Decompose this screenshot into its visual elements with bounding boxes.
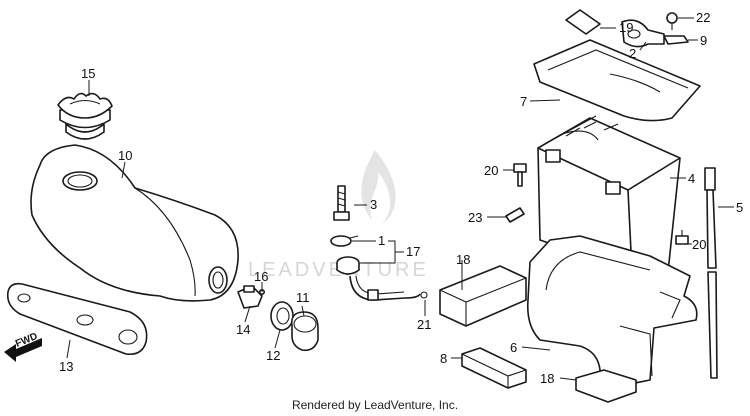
callout-23: 23 bbox=[468, 210, 482, 225]
hose-clamp bbox=[330, 235, 359, 247]
breather-tube-assembly bbox=[336, 256, 428, 301]
callout-17: 17 bbox=[406, 244, 420, 259]
callout-6: 6 bbox=[510, 340, 517, 355]
callout-20-upper: 20 bbox=[484, 163, 498, 178]
fuel-petcock bbox=[237, 285, 265, 309]
callout-11: 11 bbox=[296, 290, 310, 305]
callout-16: 16 bbox=[254, 269, 268, 284]
fuel-cap bbox=[57, 92, 113, 140]
callout-1: 1 bbox=[378, 233, 385, 248]
callout-22: 22 bbox=[696, 10, 710, 25]
battery bbox=[537, 115, 681, 273]
callout-8: 8 bbox=[440, 351, 447, 366]
callout-7: 7 bbox=[520, 94, 527, 109]
battery-cover bbox=[533, 39, 701, 122]
callout-13: 13 bbox=[59, 359, 73, 374]
callout-5: 5 bbox=[736, 200, 743, 215]
tube-pin bbox=[505, 207, 525, 223]
callout-12: 12 bbox=[266, 348, 280, 363]
tank-mount-plate bbox=[6, 282, 148, 356]
callout-9: 9 bbox=[700, 33, 707, 48]
callout-2: 2 bbox=[629, 46, 636, 61]
callout-21: 21 bbox=[417, 317, 431, 332]
drain-plug-cap bbox=[290, 311, 319, 352]
callout-4: 4 bbox=[688, 171, 695, 186]
callout-15: 15 bbox=[81, 66, 95, 81]
rubber-pad-upper bbox=[439, 265, 527, 327]
battery-bolt-upper bbox=[513, 163, 527, 187]
fuel-tank bbox=[30, 144, 239, 302]
battery-label bbox=[565, 9, 601, 35]
battery-terminal-hardware bbox=[621, 12, 689, 48]
footer-credit: Rendered by LeadVenture, Inc. bbox=[291, 398, 459, 412]
callout-18-upper: 18 bbox=[456, 252, 470, 267]
battery-drain-tube bbox=[704, 167, 718, 379]
callout-20-lower: 20 bbox=[692, 237, 706, 252]
mounting-screw bbox=[333, 185, 350, 221]
forward-arrow: FWD bbox=[4, 331, 42, 362]
rubber-pad-lower bbox=[575, 369, 637, 403]
battery-box bbox=[526, 235, 698, 387]
callout-3: 3 bbox=[370, 197, 377, 212]
sealing-washer bbox=[270, 301, 294, 331]
callout-19: 19 bbox=[619, 20, 633, 35]
cushion-pad bbox=[461, 347, 527, 389]
callout-14: 14 bbox=[236, 322, 250, 337]
callout-10: 10 bbox=[118, 148, 132, 163]
callouts: 15 10 13 16 14 11 12 3 1 17 21 19 22 2 9… bbox=[59, 10, 743, 386]
battery-bolt-lower bbox=[675, 230, 689, 245]
callout-18-lower: 18 bbox=[540, 371, 554, 386]
leader-lines bbox=[66, 17, 734, 381]
